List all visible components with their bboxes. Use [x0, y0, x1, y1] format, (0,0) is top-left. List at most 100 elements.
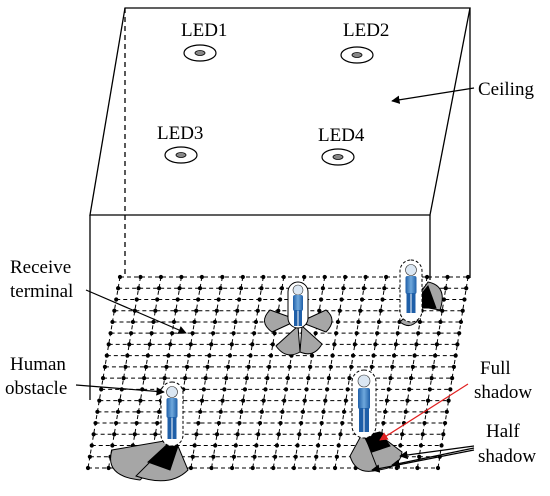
- human-label: Human: [10, 354, 66, 375]
- half-shadow-arrow-2: [391, 447, 475, 468]
- receive-terminal-node: [259, 286, 264, 291]
- receive-terminal-node: [261, 274, 266, 280]
- receive-terminal-node: [267, 364, 272, 369]
- receive-terminal-node: [235, 308, 240, 313]
- receive-terminal-node: [170, 331, 175, 336]
- receive-terminal-node: [272, 331, 277, 336]
- receive-terminal-node: [309, 353, 315, 358]
- receive-terminal-node: [384, 398, 390, 403]
- receive-terminal-node: [196, 420, 201, 426]
- receive-terminal-node: [112, 432, 117, 437]
- receive-terminal-node: [464, 286, 469, 291]
- receive-terminal-node: [293, 454, 298, 459]
- receive-terminal-node: [238, 286, 244, 291]
- receive-terminal-node: [216, 420, 221, 426]
- room-box: [89, 7, 471, 400]
- led-1: [183, 44, 217, 62]
- receive-terminal-node: [231, 331, 236, 336]
- receive-terminal-node: [278, 297, 283, 302]
- receive-terminal-node: [177, 286, 182, 291]
- receive-terminal-node: [110, 443, 115, 448]
- obstacle-label: obstacle: [5, 378, 67, 399]
- receive-terminal-node: [441, 297, 447, 302]
- receive-terminal-node: [143, 364, 149, 369]
- receive-terminal-node: [171, 319, 177, 325]
- receive-terminal-node: [381, 420, 386, 426]
- receive-label: Receive: [10, 257, 71, 278]
- receive-terminal-node: [173, 308, 178, 313]
- receive-terminal-node: [254, 443, 259, 448]
- receive-terminal-node: [230, 465, 235, 471]
- receive-terminal-node: [214, 308, 219, 313]
- receive-terminal-node: [225, 364, 231, 369]
- receive-terminal-node: [325, 387, 330, 392]
- receive-terminal-node: [164, 364, 169, 369]
- receive-terminal-node: [240, 274, 245, 280]
- receive-terminal-node: [434, 342, 439, 347]
- half-shadow-arrow-1: [399, 445, 475, 460]
- receive-terminal-node: [184, 364, 190, 369]
- receive-terminal-node: [433, 353, 438, 358]
- receive-terminal-node: [438, 319, 443, 325]
- receive-terminal-node: [455, 342, 460, 347]
- receive-terminal-node: [113, 420, 119, 426]
- receive-terminal-node: [451, 364, 456, 369]
- grid-line: [252, 276, 285, 469]
- receive-terminal-node: [318, 297, 324, 302]
- led3-label: LED3: [157, 123, 203, 144]
- receive-terminal-node: [209, 342, 214, 347]
- full-shadow-arrow: [379, 383, 469, 441]
- receive-terminal-node: [291, 465, 296, 471]
- half-shadow-arrow-3: [371, 449, 475, 473]
- shadow-bottom-left: [110, 439, 189, 482]
- receive-terminal-node: [214, 432, 220, 437]
- receive-terminal-node: [207, 353, 212, 358]
- receive-terminal-node: [196, 297, 201, 302]
- receive-terminal-node: [115, 409, 121, 414]
- receive-terminal-node: [276, 432, 281, 437]
- receive-terminal-node: [239, 409, 244, 414]
- grid-line: [128, 276, 162, 469]
- receive-terminal-node: [156, 286, 162, 291]
- receive-terminal-node: [287, 364, 292, 369]
- receive-terminal-node: [465, 274, 471, 280]
- receive-terminal-node: [158, 274, 164, 280]
- receive-terminal-node: [244, 376, 249, 381]
- receive-terminal-node: [435, 465, 441, 471]
- receive-terminal-node: [300, 409, 306, 414]
- receive-terminal-node: [216, 297, 221, 302]
- receive-terminal-node: [312, 465, 317, 471]
- receive-terminal-node: [110, 319, 115, 325]
- receive-terminal-node: [330, 353, 335, 358]
- receive-terminal-node: [332, 465, 338, 471]
- receive-terminal-node: [408, 376, 414, 381]
- receive-terminal-node: [257, 420, 263, 426]
- receive-terminal-node: [321, 409, 326, 414]
- receive-terminal-node: [386, 387, 391, 392]
- receive-terminal-node: [450, 376, 455, 381]
- receive-terminal-node: [315, 443, 321, 448]
- receive-terminal-node: [400, 432, 405, 437]
- led-2: [340, 46, 374, 64]
- receive-terminal-node: [458, 319, 464, 325]
- receive-terminal-node: [168, 342, 173, 347]
- receive-terminal-node: [394, 465, 399, 471]
- receive-terminal-node: [155, 420, 160, 426]
- receive-terminal-node: [302, 274, 307, 280]
- receive-terminal-node: [213, 443, 218, 448]
- receive-terminal-node: [444, 409, 449, 414]
- receive-terminal-node: [410, 364, 415, 369]
- receive-terminal-node: [201, 387, 206, 392]
- receive-terminal-node: [220, 274, 225, 280]
- receive-terminal-node: [361, 286, 366, 291]
- receive-terminal-node: [127, 342, 132, 347]
- receive-terminal-node: [87, 454, 92, 459]
- terminal-label: terminal: [10, 281, 73, 302]
- receive-terminal-node: [222, 387, 227, 392]
- grid-line: [211, 276, 244, 469]
- receive-terminal-node: [443, 286, 448, 291]
- receive-terminal-node: [418, 443, 424, 448]
- receive-terminal-node: [322, 274, 327, 280]
- grid-line: [231, 276, 264, 469]
